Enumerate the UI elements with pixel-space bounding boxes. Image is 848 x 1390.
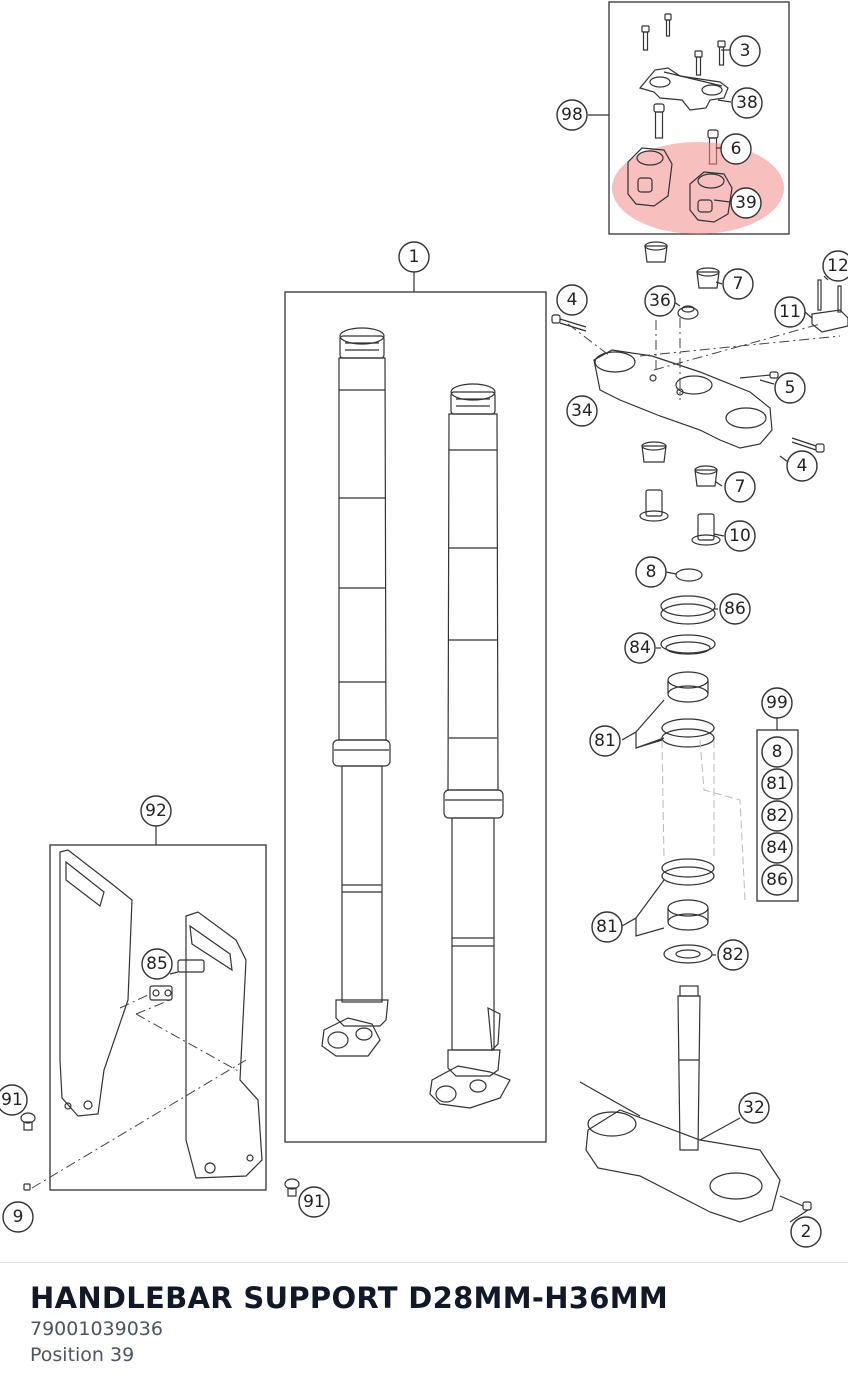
callout-39[interactable]: 39	[730, 187, 762, 219]
callout-5[interactable]: 5	[774, 372, 806, 404]
part-position: Position 39	[30, 1344, 135, 1366]
bearing-stack-group	[621, 441, 799, 964]
svg-text:2: 2	[801, 1222, 812, 1242]
callout-10[interactable]: 10	[724, 520, 756, 552]
callout-8[interactable]: 8	[635, 556, 667, 588]
upper-triple-clamp-34[interactable]	[593, 349, 773, 449]
callout-92[interactable]: 92	[140, 795, 172, 827]
callout-84[interactable]: 84	[624, 632, 656, 664]
svg-text:85: 85	[146, 954, 168, 974]
svg-text:86: 86	[724, 599, 746, 619]
fork-guard-right[interactable]	[177, 911, 263, 1179]
svg-text:10: 10	[729, 526, 751, 546]
svg-text:34: 34	[571, 401, 593, 421]
fork-guards-group	[20, 826, 300, 1197]
callout-4-left[interactable]: 4	[556, 284, 588, 316]
kit-item-8[interactable]: 8	[761, 736, 793, 768]
svg-text:6: 6	[731, 139, 742, 159]
upper-triple-clamp-group	[551, 241, 848, 453]
kit-item-86[interactable]: 86	[761, 864, 793, 896]
svg-text:8: 8	[646, 562, 657, 582]
handlebar-support-39[interactable]	[627, 147, 733, 223]
svg-text:8: 8	[772, 742, 783, 762]
svg-text:82: 82	[766, 806, 788, 826]
svg-text:9: 9	[13, 1207, 24, 1227]
part-title: HANDLEBAR SUPPORT D28MM-H36MM	[30, 1281, 669, 1315]
part-number: 79001039036	[30, 1318, 163, 1340]
svg-text:32: 32	[743, 1098, 765, 1118]
svg-text:82: 82	[722, 945, 744, 965]
callout-32[interactable]: 32	[738, 1092, 770, 1124]
callout-7-upper[interactable]: 7	[722, 268, 754, 300]
leader-lines	[169, 49, 829, 1223]
callout-36[interactable]: 36	[644, 285, 676, 317]
svg-text:84: 84	[629, 638, 651, 658]
svg-text:11: 11	[779, 302, 801, 322]
kit-item-82[interactable]: 82	[761, 800, 793, 832]
callout-7-lower[interactable]: 7	[724, 471, 756, 503]
callout-91-right[interactable]: 91	[298, 1186, 330, 1218]
svg-text:5: 5	[785, 378, 796, 398]
callout-81-upper[interactable]: 81	[589, 725, 621, 757]
svg-text:81: 81	[594, 731, 616, 751]
callout-2[interactable]: 2	[790, 1216, 822, 1248]
svg-text:4: 4	[797, 456, 808, 476]
callout-82[interactable]: 82	[717, 939, 749, 971]
callout-98[interactable]: 98	[556, 99, 588, 131]
fork-leg-left[interactable]	[321, 327, 391, 1057]
lower-triple-clamp-32[interactable]	[579, 985, 812, 1223]
svg-text:86: 86	[766, 870, 788, 890]
svg-text:84: 84	[766, 838, 788, 858]
footer-divider	[0, 1262, 848, 1263]
svg-text:3: 3	[740, 41, 751, 61]
fork-leg-right[interactable]	[429, 383, 511, 1109]
svg-text:7: 7	[733, 274, 744, 294]
svg-text:91: 91	[1, 1090, 23, 1110]
svg-text:36: 36	[649, 291, 671, 311]
svg-text:1: 1	[409, 247, 420, 267]
fork-guard-left[interactable]	[59, 849, 133, 1117]
callout-9[interactable]: 9	[2, 1201, 34, 1233]
callout-86[interactable]: 86	[719, 593, 751, 625]
callout-91-left[interactable]: 91	[0, 1084, 28, 1116]
kit-item-81[interactable]: 81	[761, 768, 793, 800]
svg-text:7: 7	[735, 477, 746, 497]
callout-34[interactable]: 34	[566, 395, 598, 427]
svg-text:91: 91	[303, 1192, 325, 1212]
exploded-parts-diagram: 3 38 98 6 39 1 12 7 4 36 11 5 34 4 7 10 …	[0, 1, 848, 1248]
callout-1[interactable]: 1	[398, 241, 430, 273]
svg-text:81: 81	[766, 774, 788, 794]
callout-6[interactable]: 6	[720, 133, 752, 165]
svg-text:98: 98	[561, 105, 583, 125]
callout-38[interactable]: 38	[731, 87, 763, 119]
svg-text:39: 39	[735, 193, 757, 213]
svg-text:81: 81	[596, 917, 618, 937]
svg-text:92: 92	[145, 801, 167, 821]
svg-text:99: 99	[766, 693, 788, 713]
callout-11[interactable]: 11	[774, 296, 806, 328]
callout-3[interactable]: 3	[729, 35, 761, 67]
callout-85[interactable]: 85	[141, 948, 173, 980]
callout-12[interactable]: 12	[822, 250, 848, 282]
svg-text:38: 38	[736, 93, 758, 113]
handlebar-clamp-38	[638, 67, 729, 111]
callout-99[interactable]: 99	[761, 687, 793, 719]
svg-text:12: 12	[827, 256, 848, 276]
svg-text:4: 4	[567, 290, 578, 310]
callout-4-right[interactable]: 4	[786, 450, 818, 482]
fork-legs-group	[284, 272, 547, 1143]
callout-81-lower[interactable]: 81	[591, 911, 623, 943]
kit-item-84[interactable]: 84	[761, 832, 793, 864]
